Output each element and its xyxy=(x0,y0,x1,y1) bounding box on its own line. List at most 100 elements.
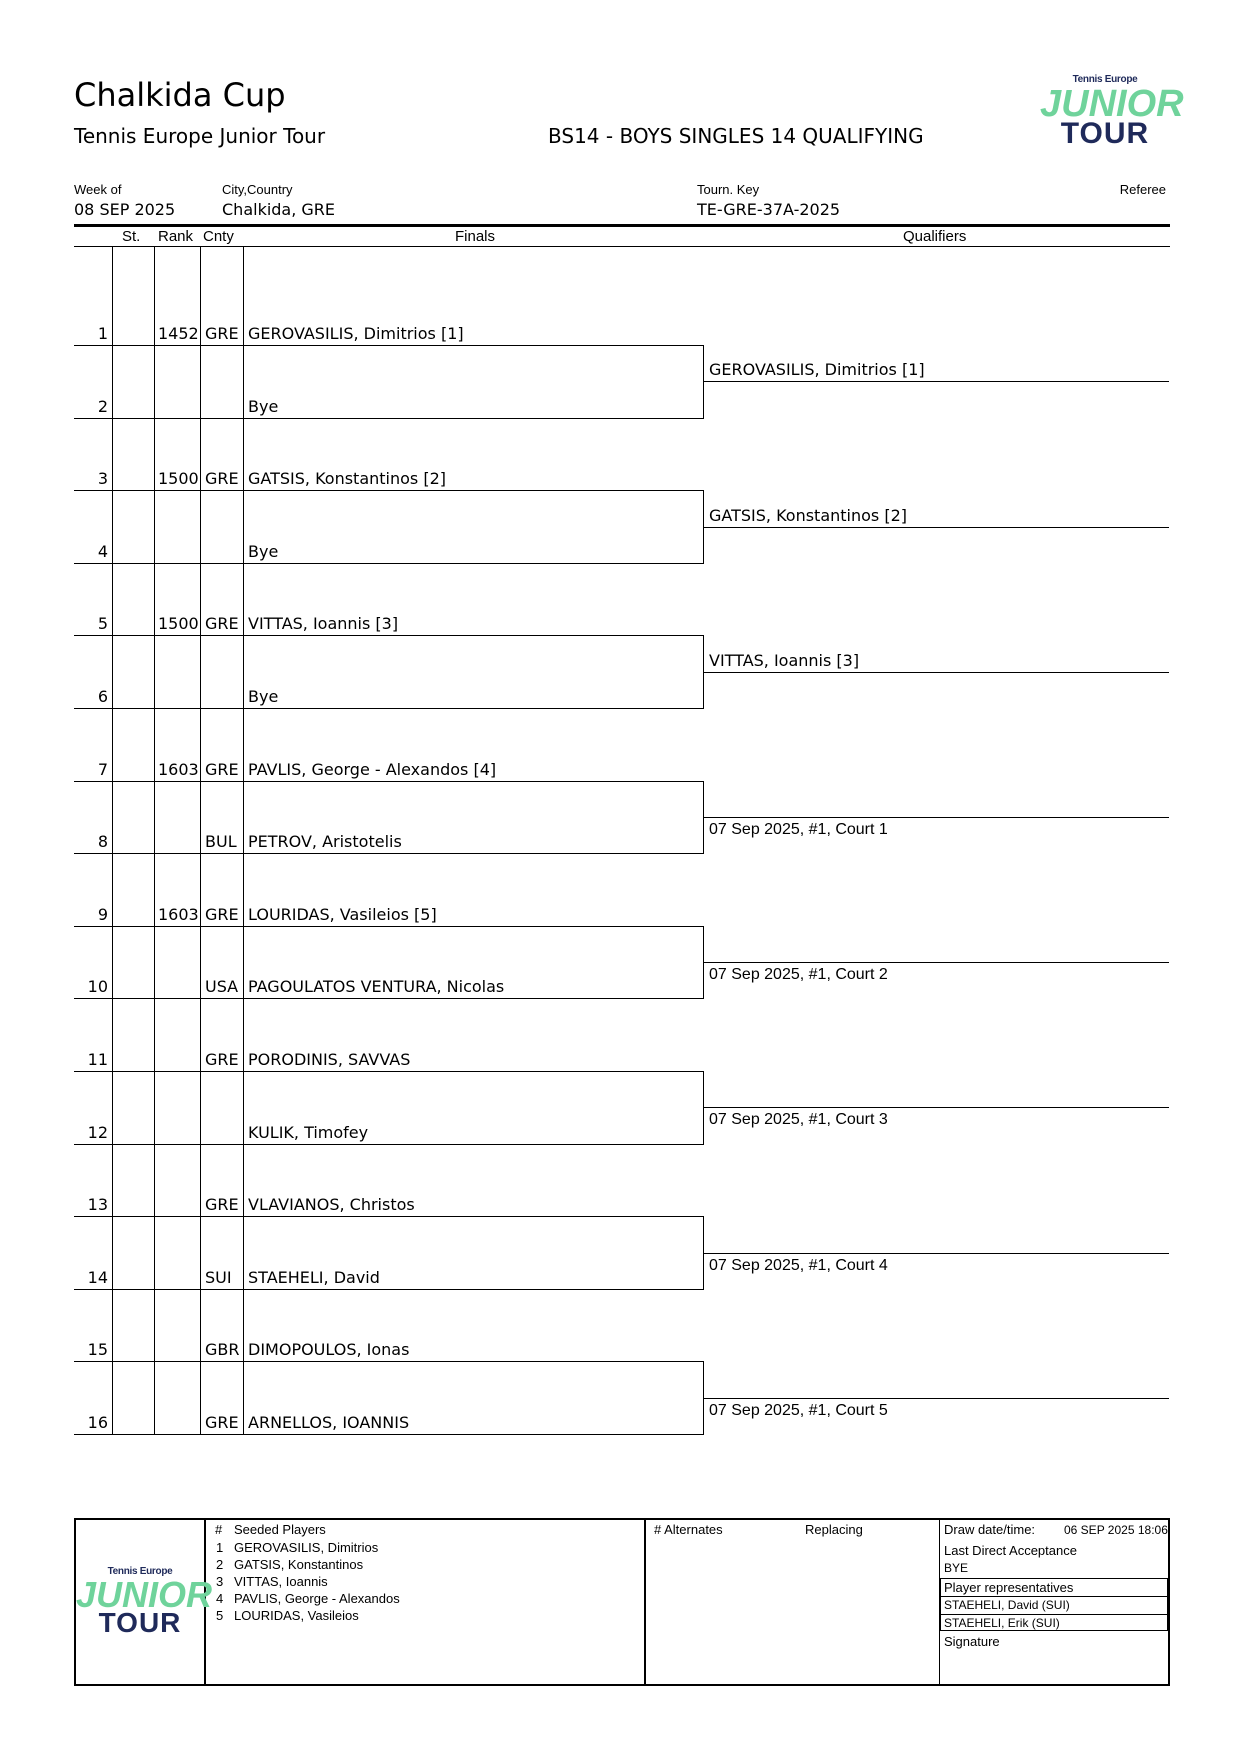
draw-line xyxy=(74,1361,704,1363)
draw-line xyxy=(74,853,704,855)
draw-col-separator xyxy=(243,247,244,1434)
draw-player-name: STAEHELI, David xyxy=(248,1267,380,1287)
draw-position: 13 xyxy=(87,1195,108,1215)
draw-position: 5 xyxy=(97,614,108,634)
seeded-number: 1 xyxy=(216,1540,224,1555)
tournament-title: Chalkida Cup xyxy=(74,76,286,114)
draw-time-value: 06 SEP 2025 18:06 xyxy=(1064,1523,1168,1537)
seeded-player-name: VITTAS, Ioannis xyxy=(234,1574,328,1589)
tournament-subtitle: Tennis Europe Junior Tour xyxy=(74,124,326,148)
replacing-title: Replacing xyxy=(805,1522,863,1537)
footer-divider-2 xyxy=(644,1518,646,1684)
col-rank: Rank xyxy=(158,228,194,245)
draw-player-name: VLAVIANOS, Christos xyxy=(248,1195,415,1215)
qualifier-line xyxy=(703,1397,1169,1399)
draw-line xyxy=(74,417,704,419)
seeded-number: 2 xyxy=(216,1557,224,1572)
col-qualifiers: Qualifiers xyxy=(903,228,967,245)
seeded-number: 4 xyxy=(216,1591,224,1606)
qualifier-line xyxy=(703,962,1169,964)
seeded-hash: # xyxy=(215,1522,223,1537)
qualifier-line xyxy=(703,671,1169,673)
draw-country: GRE xyxy=(205,324,239,343)
seeded-player-name: GATSIS, Konstantinos xyxy=(234,1557,364,1572)
draw-time-label: Draw date/time: xyxy=(944,1522,1036,1537)
draw-position: 1 xyxy=(97,324,108,343)
qualifier-name: VITTAS, Ioannis [3] xyxy=(709,650,860,670)
qualifier-line xyxy=(703,526,1169,528)
draw-col-separator xyxy=(154,247,155,1434)
alternates-title: # Alternates xyxy=(654,1522,723,1537)
draw-rank: 1452 xyxy=(158,324,199,343)
draw-line xyxy=(74,562,704,564)
draw-line xyxy=(74,1143,704,1145)
draw-line xyxy=(74,490,704,492)
match-schedule: 07 Sep 2025, #1, Court 4 xyxy=(709,1256,888,1274)
seeded-player-name: PAVLIS, George - Alexandos xyxy=(234,1591,400,1606)
match-schedule: 07 Sep 2025, #1, Court 1 xyxy=(709,820,888,838)
reps-rule-1 xyxy=(940,1596,1168,1597)
qualifier-name: GATSIS, Konstantinos [2] xyxy=(709,505,907,525)
rep-2: STAEHELI, Erik (SUI) xyxy=(944,1616,1060,1630)
draw-country: GRE xyxy=(205,904,239,924)
draw-line xyxy=(74,1434,704,1435)
draw-position: 4 xyxy=(97,541,108,561)
draw-position: 7 xyxy=(97,759,108,779)
draw-position: 16 xyxy=(87,1413,108,1432)
seeded-number: 5 xyxy=(216,1608,224,1623)
match-schedule: 07 Sep 2025, #1, Court 2 xyxy=(709,966,888,984)
draw-player-name: PETROV, Aristotelis xyxy=(248,832,402,852)
draw-position: 10 xyxy=(87,977,108,997)
lda-label: Last Direct Acceptance xyxy=(944,1543,1077,1558)
draw-line xyxy=(74,925,704,927)
logo-line-1: Tennis Europe xyxy=(1072,74,1138,85)
draw-line xyxy=(74,1216,704,1218)
logo-line-3: TOUR xyxy=(1060,117,1150,150)
tourn-key-value: TE-GRE-37A-2025 xyxy=(697,200,841,219)
footer-junior-tour-logo: Tennis Europe JUNIOR TOUR xyxy=(76,1566,212,1638)
city-value: Chalkida, GRE xyxy=(222,200,336,219)
draw-country: GRE xyxy=(205,759,239,779)
signature-label: Signature xyxy=(944,1634,1000,1649)
footer-logo-line-3: TOUR xyxy=(98,1607,182,1638)
draw-country: GRE xyxy=(205,1050,239,1069)
draw-rank: 1500 xyxy=(158,614,199,634)
reps-label: Player representatives xyxy=(944,1580,1074,1595)
draw-country: GRE xyxy=(205,469,239,489)
col-finals: Finals xyxy=(455,228,496,245)
draw-rank: 1603 xyxy=(158,759,199,779)
seeded-player-name: LOURIDAS, Vasileios xyxy=(234,1608,359,1623)
player-reps-box xyxy=(940,1578,1168,1631)
draw-country: GRE xyxy=(205,1195,239,1215)
week-value: 08 SEP 2025 xyxy=(74,200,176,219)
draw-player-name: LOURIDAS, Vasileios [5] xyxy=(248,904,437,924)
draw-country: SUI xyxy=(205,1267,232,1287)
referee-label: Referee xyxy=(1119,182,1166,197)
draw-line xyxy=(74,345,704,346)
qualifier-name: GEROVASILIS, Dimitrios [1] xyxy=(709,360,925,380)
bracket-connector xyxy=(703,490,704,563)
reps-rule-2 xyxy=(940,1614,1168,1615)
draw-rank: 1603 xyxy=(158,904,199,924)
tourn-key-label: Tourn. Key xyxy=(697,182,760,197)
draw-position: 14 xyxy=(87,1267,108,1287)
rep-1: STAEHELI, David (SUI) xyxy=(944,1598,1070,1612)
draw-position: 3 xyxy=(97,469,108,489)
draw-position: 12 xyxy=(87,1122,108,1142)
draw-country: GRE xyxy=(205,614,239,634)
draw-player-name: Bye xyxy=(248,396,279,416)
draw-position: 11 xyxy=(87,1050,108,1069)
draw-player-name: Bye xyxy=(248,687,279,706)
seeded-title: Seeded Players xyxy=(234,1522,326,1537)
draw-line xyxy=(74,708,704,709)
draw-col-separator xyxy=(200,247,201,1434)
footer-box xyxy=(74,1518,1170,1686)
draw-position: 15 xyxy=(87,1340,108,1360)
col-st: St. xyxy=(122,228,141,245)
draw-line xyxy=(74,635,704,637)
draw-player-name: GATSIS, Konstantinos [2] xyxy=(248,469,446,489)
draw-player-name: GEROVASILIS, Dimitrios [1] xyxy=(248,324,464,343)
lda-value: BYE xyxy=(944,1561,969,1575)
draw-position: 2 xyxy=(97,396,108,416)
draw-country: GRE xyxy=(205,1413,239,1432)
